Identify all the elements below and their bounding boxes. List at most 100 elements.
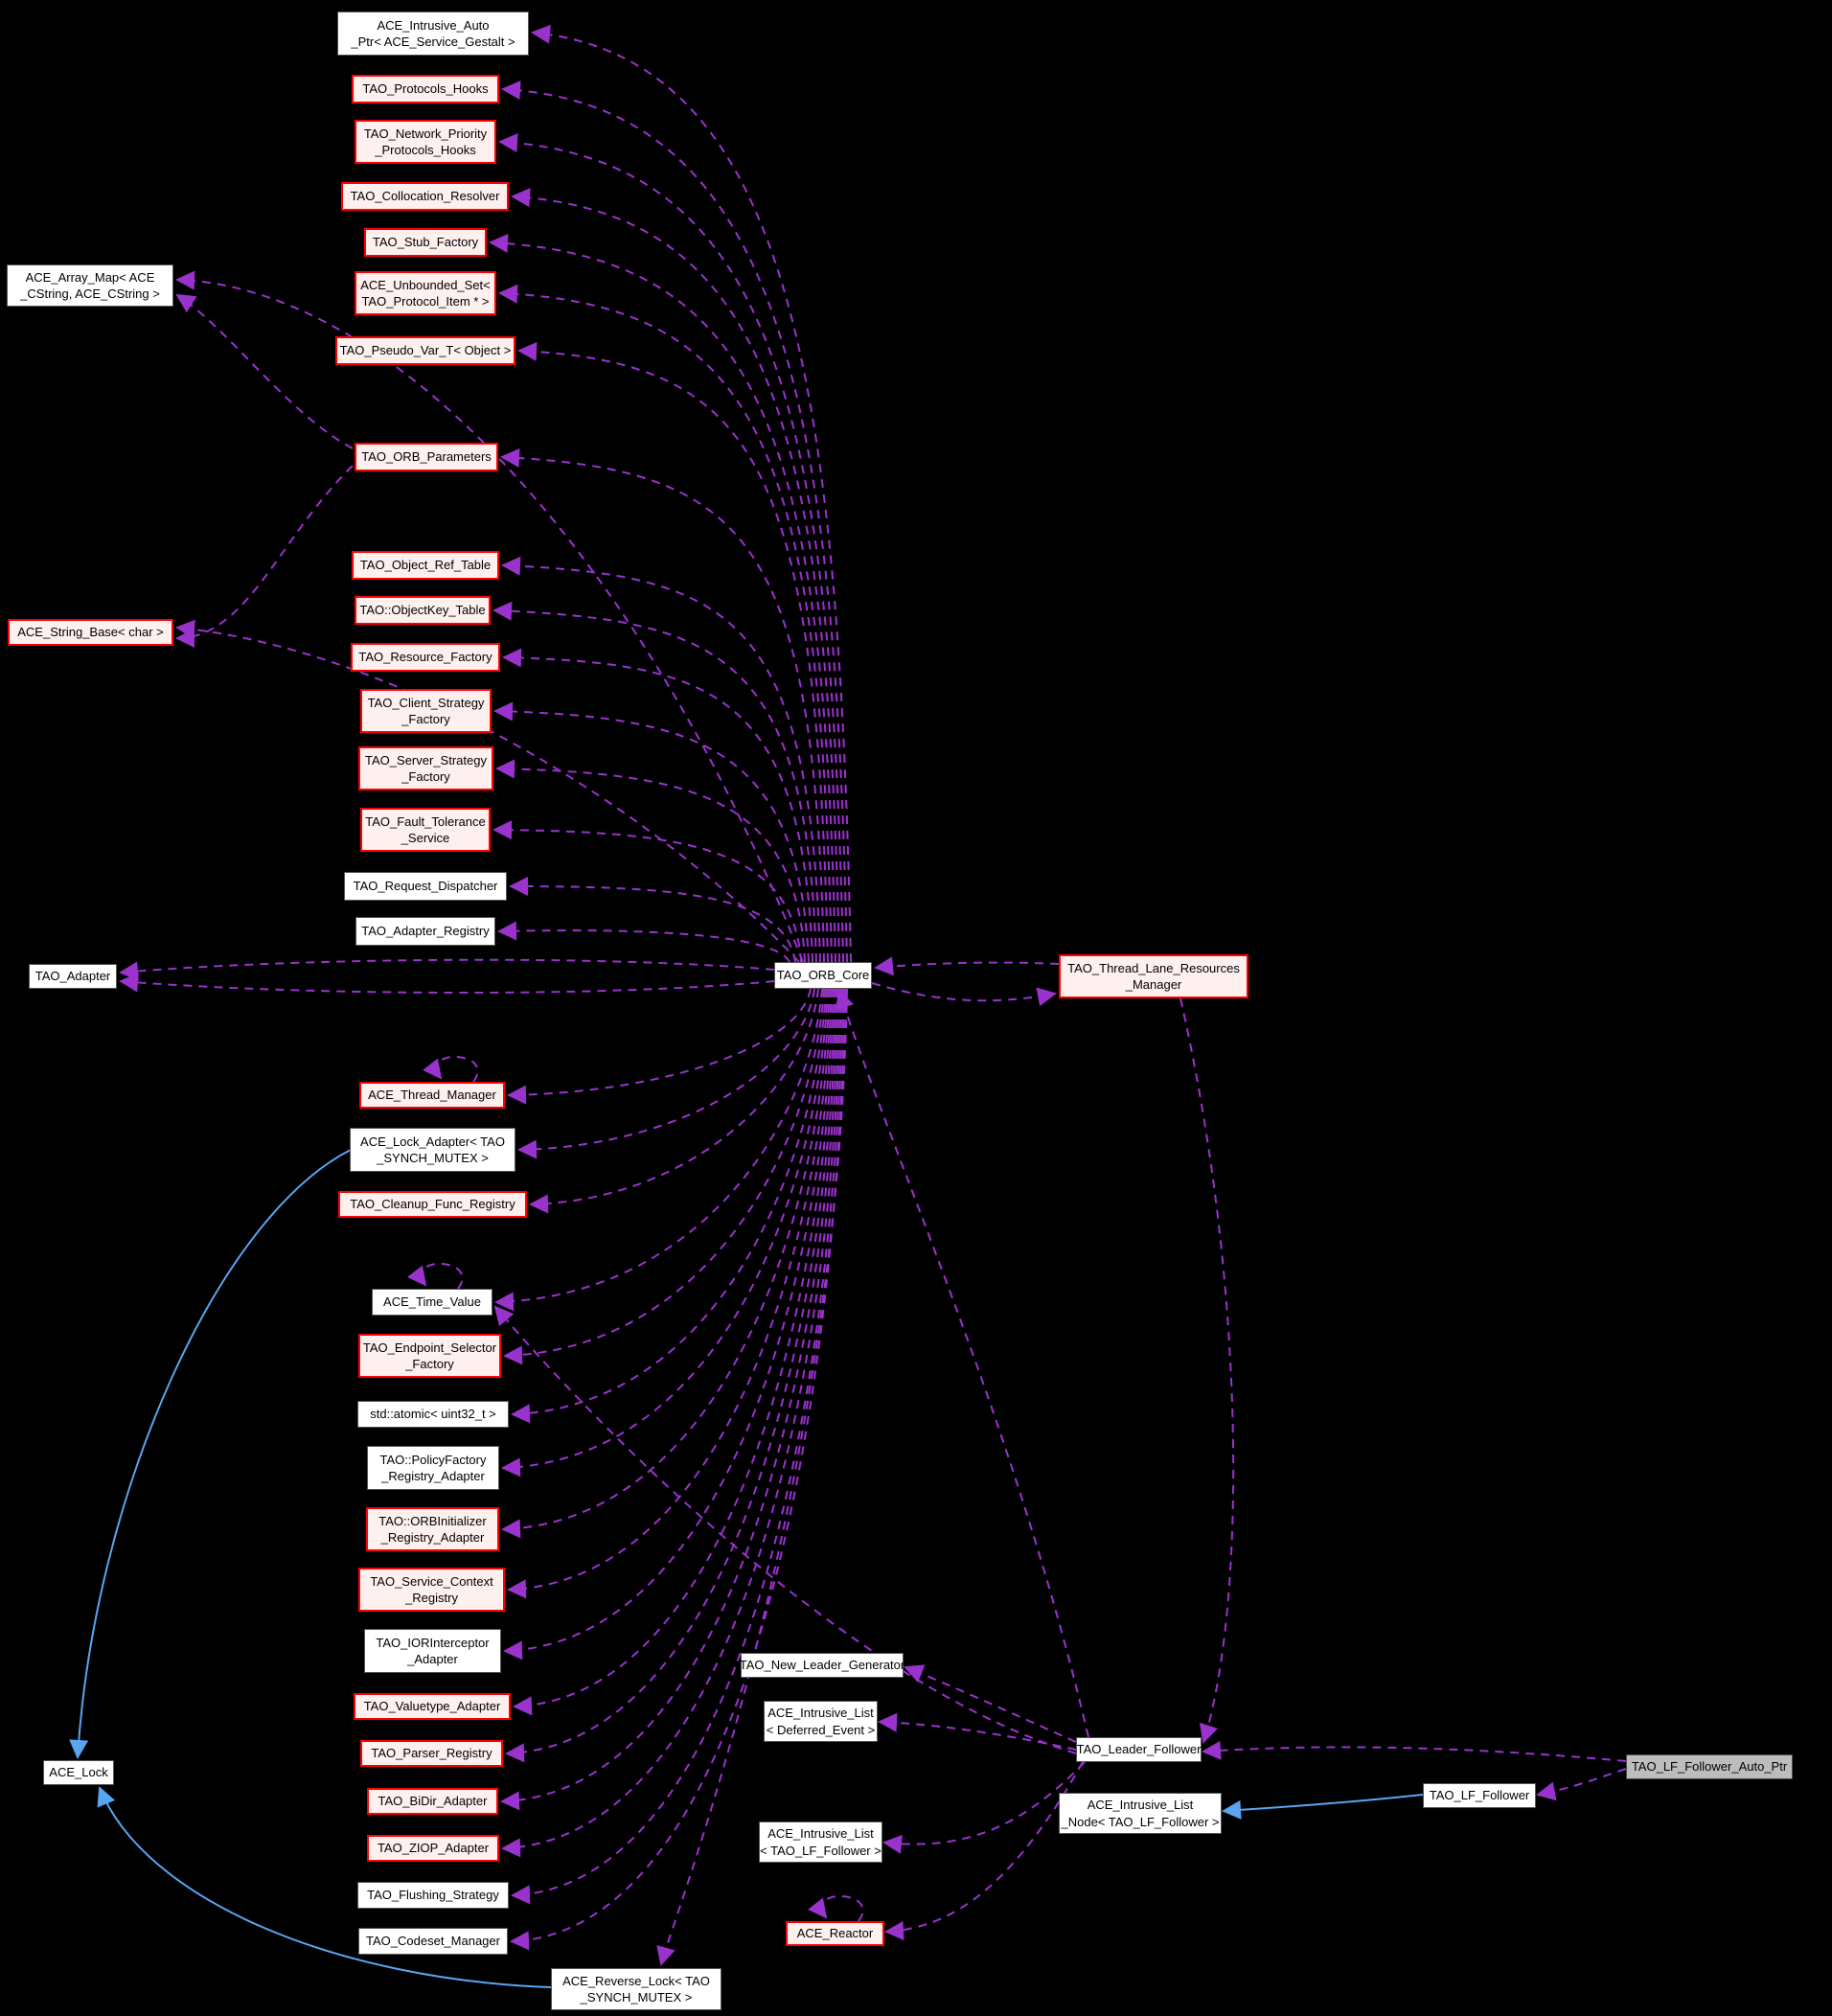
node-tao-endpoint-selector-factory[interactable]: TAO_Endpoint_Selector_Factory: [358, 1334, 501, 1378]
edge-orbcore-adapter-2: [119, 973, 775, 995]
edge-orbcore-adapter-1: [119, 958, 775, 981]
node-label: TAO_ORB_Parameters: [361, 449, 492, 465]
node-tao-flushing-strategy[interactable]: TAO_Flushing_Strategy: [357, 1882, 509, 1909]
node-ace-string-base-char[interactable]: ACE_String_Base< char >: [8, 619, 173, 646]
node-tao-adapter-registry[interactable]: TAO_Adapter_Registry: [355, 917, 495, 946]
node-label: _Adapter: [407, 1652, 458, 1666]
node-label: TAO_Server_Strategy: [365, 752, 487, 767]
node-label: TAO_IORInterceptor: [376, 1635, 490, 1650]
node-label: ACE_Thread_Manager: [368, 1088, 496, 1103]
node-tao-objectkey-table[interactable]: TAO::ObjectKey_Table: [355, 596, 491, 625]
node-label: TAO_New_Leader_Generator: [739, 1658, 905, 1673]
node-label: TAO_LF_Follower: [1429, 1788, 1530, 1803]
node-label: _Registry_Adapter: [381, 1469, 485, 1483]
node-tao-object-ref-table[interactable]: TAO_Object_Ref_Table: [352, 551, 499, 580]
node-label: _Registry: [405, 1591, 458, 1605]
node-label: TAO_Resource_Factory: [358, 650, 492, 665]
edge-orbcore-lock-adapter: [517, 988, 815, 1159]
edge-orbcore-reverse-lock: [656, 988, 848, 1966]
edge-orbcore-codeset-manager: [510, 988, 846, 1951]
node-label: TAO_Pseudo_Var_T< Object >: [339, 343, 512, 358]
edge-autoptr-lf-follower: [1536, 1768, 1627, 1801]
node-tao-pseudo-var-t-object[interactable]: TAO_Pseudo_Var_T< Object >: [335, 336, 515, 365]
node-tao-leader-follower[interactable]: TAO_Leader_Follower: [1076, 1737, 1202, 1762]
edge-lf-orbcore: [835, 989, 1089, 1738]
node-tao-resource-factory[interactable]: TAO_Resource_Factory: [351, 643, 500, 672]
node-tao-bidir-adapter[interactable]: TAO_BiDir_Adapter: [367, 1788, 498, 1815]
node-label: TAO_Network_Priority: [363, 126, 488, 141]
node-tao-codeset-manager[interactable]: TAO_Codeset_Manager: [358, 1928, 508, 1955]
edge-orbcore-object-ref-table: [501, 556, 821, 963]
node-tao-collocation-resolver[interactable]: TAO_Collocation_Resolver: [341, 182, 509, 211]
node-label: ACE_Lock: [49, 1765, 108, 1780]
node-tao-orbinitializer-registry-adapter[interactable]: TAO::ORBInitializer_Registry_Adapter: [366, 1507, 499, 1551]
node-label: TAO::ObjectKey_Table: [359, 603, 486, 618]
node-label: < Deferred_Event >: [766, 1722, 876, 1737]
node-label: TAO_Service_Context: [370, 1573, 493, 1589]
node-tao-client-strategy-factory[interactable]: TAO_Client_Strategy_Factory: [360, 689, 492, 733]
node-tao-server-strategy-factory[interactable]: TAO_Server_Strategy_Factory: [358, 746, 493, 790]
node-tao-protocols-hooks[interactable]: TAO_Protocols_Hooks: [352, 75, 499, 103]
node-label: ACE_Time_Value: [383, 1294, 481, 1310]
node-tao-fault-tolerance-service[interactable]: TAO_Fault_Tolerance_Service: [360, 808, 491, 852]
node-std-atomic-uint32[interactable]: std::atomic< uint32_t >: [357, 1401, 509, 1428]
node-tao-orb-core[interactable]: TAO_ORB_Core: [774, 962, 872, 989]
node-tao-valuetype-adapter[interactable]: TAO_Valuetype_Adapter: [354, 1693, 511, 1720]
node-ace-time-value[interactable]: ACE_Time_Value: [372, 1289, 492, 1316]
node-label: TAO_Protocols_Hooks: [362, 81, 489, 97]
node-tao-thread-lane-resources-manager[interactable]: TAO_Thread_Lane_Resources_Manager: [1059, 954, 1248, 998]
node-label: ACE_String_Base< char >: [17, 625, 164, 640]
node-tao-ziop-adapter[interactable]: TAO_ZIOP_Adapter: [367, 1835, 499, 1862]
edge-orbcore-network-priority: [498, 133, 844, 963]
node-label: ACE_Reverse_Lock< TAO: [562, 1973, 710, 1988]
node-label: ACE_Reactor: [796, 1926, 874, 1941]
node-tao-parser-registry[interactable]: TAO_Parser_Registry: [360, 1740, 503, 1767]
node-label: _Registry_Adapter: [380, 1530, 485, 1545]
edge-orbcore-fault-tolerance: [492, 820, 802, 963]
edge-orbcore-cleanup-func: [529, 988, 819, 1214]
node-label: _Service: [401, 831, 450, 845]
node-tao-iorinterceptor-adapter[interactable]: TAO_IORInterceptor _Adapter: [364, 1629, 501, 1673]
edge-orbcore-adapter-registry: [497, 921, 790, 963]
node-ace-intrusive-list-deferred-event[interactable]: ACE_Intrusive_List< Deferred_Event >: [764, 1701, 878, 1742]
node-ace-reactor[interactable]: ACE_Reactor: [786, 1921, 884, 1946]
edge-reactor-self: [808, 1894, 864, 1922]
node-label: _Protocols_Hooks: [375, 143, 476, 157]
node-tao-cleanup-func-registry[interactable]: TAO_Cleanup_Func_Registry: [338, 1191, 527, 1218]
node-tao-lf-follower-auto-ptr[interactable]: TAO_LF_Follower_Auto_Ptr: [1626, 1754, 1793, 1779]
node-ace-intrusive-list-lf-follower[interactable]: ACE_Intrusive_List< TAO_LF_Follower >: [759, 1821, 882, 1863]
edge-orbcore-unbounded-set: [498, 284, 833, 963]
node-ace-thread-manager[interactable]: ACE_Thread_Manager: [359, 1082, 505, 1109]
node-ace-intrusive-list-node-lf-follower[interactable]: ACE_Intrusive_List_Node< TAO_LF_Follower…: [1059, 1793, 1222, 1834]
node-tao-adapter[interactable]: TAO_Adapter: [29, 964, 117, 989]
node-label: ACE_Intrusive_List: [1087, 1798, 1194, 1813]
edge-thread-manager-self: [423, 1055, 479, 1083]
edge-orbcore-iorinterceptor: [503, 988, 835, 1661]
node-label: < TAO_LF_Follower >: [760, 1843, 882, 1858]
node-label: TAO_Endpoint_Selector: [362, 1340, 497, 1355]
node-ace-reverse-lock-synch-mutex[interactable]: ACE_Reverse_Lock< TAO_SYNCH_MUTEX >: [551, 1968, 721, 2010]
node-ace-unbounded-set-protocol-item[interactable]: ACE_Unbounded_Set<TAO_Protocol_Item * >: [355, 271, 496, 315]
node-tao-new-leader-generator[interactable]: TAO_New_Leader_Generator: [739, 1653, 905, 1678]
node-label: TAO_BiDir_Adapter: [378, 1794, 488, 1809]
node-ace-lock[interactable]: ACE_Lock: [43, 1760, 114, 1785]
node-ace-intrusive-auto-ptr-service-gestalt[interactable]: ACE_Intrusive_Auto_Ptr< ACE_Service_Gest…: [337, 11, 529, 56]
node-tao-service-context-registry[interactable]: TAO_Service_Context _Registry: [358, 1568, 505, 1612]
node-tao-policyfactory-registry-adapter[interactable]: TAO::PolicyFactory_Registry_Adapter: [367, 1446, 499, 1490]
node-tao-network-priority-protocols-hooks[interactable]: TAO_Network_Priority _Protocols_Hooks: [355, 120, 496, 164]
node-ace-lock-adapter-synch-mutex[interactable]: ACE_Lock_Adapter< TAO_SYNCH_MUTEX >: [350, 1128, 515, 1172]
node-tao-request-dispatcher[interactable]: TAO_Request_Dispatcher: [344, 872, 507, 901]
node-label: _CString, ACE_CString >: [20, 286, 160, 301]
node-label: TAO_Collocation_Resolver: [350, 189, 500, 204]
node-label: TAO_Protocol_Item * >: [361, 294, 490, 309]
edge-orbcore-request-dispatcher: [509, 877, 796, 963]
node-tao-lf-follower[interactable]: TAO_LF_Follower: [1423, 1783, 1536, 1808]
node-tao-stub-factory[interactable]: TAO_Stub_Factory: [364, 228, 487, 257]
edge-autoptr-leader-follower: [1202, 1740, 1627, 1762]
node-tao-orb-parameters[interactable]: TAO_ORB_Parameters: [355, 443, 498, 471]
node-ace-array-map-cstring[interactable]: ACE_Array_Map< ACE_CString, ACE_CString …: [7, 264, 173, 307]
edge-orbcore-std-atomic: [511, 988, 827, 1424]
node-label: TAO_Codeset_Manager: [366, 1934, 500, 1949]
